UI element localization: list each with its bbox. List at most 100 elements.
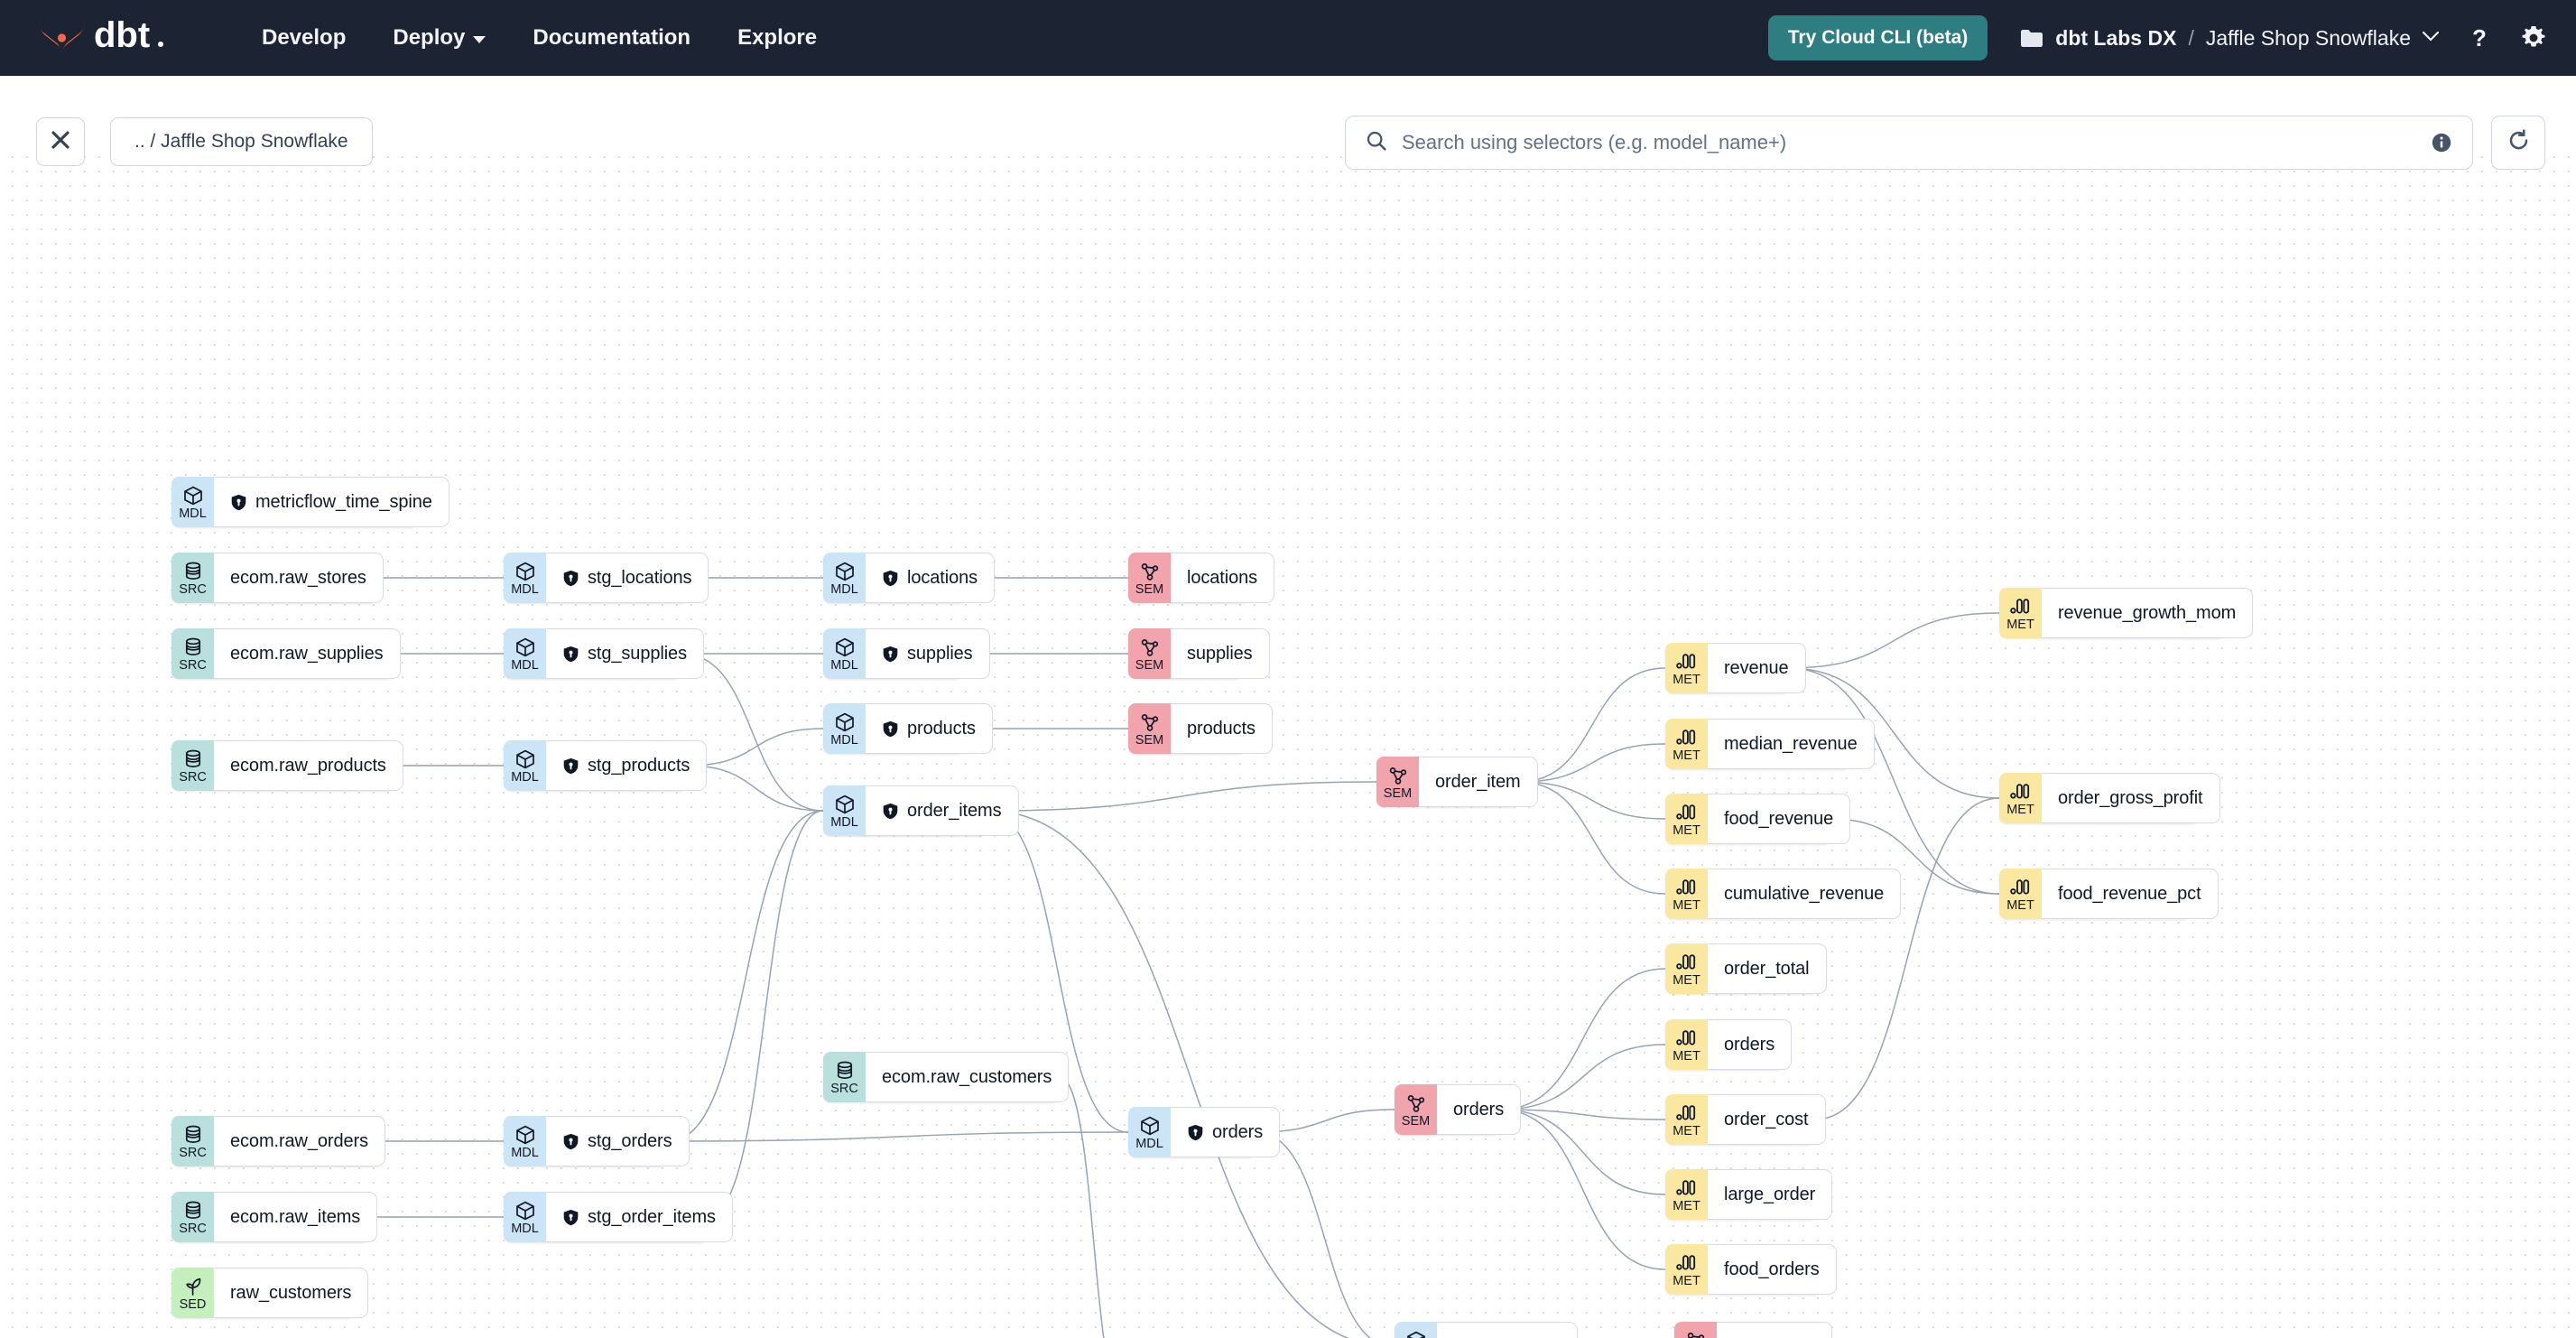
chevron-down-icon xyxy=(473,35,486,43)
database-icon: SRC xyxy=(171,740,214,791)
graph-node-stg_locations[interactable]: MDL stg_locations xyxy=(504,553,709,603)
graph-node-sem_customers[interactable]: SEM customers xyxy=(1674,1322,1833,1338)
node-label: supplies xyxy=(907,643,973,664)
graph-node-met_food_orders[interactable]: MET food_orders xyxy=(1665,1244,1837,1295)
graph-node-mdl_customers[interactable]: MDL customers xyxy=(1395,1322,1579,1338)
edge-mdl_orders-to-mdl_customers xyxy=(1255,1131,1372,1338)
node-type-label: MDL xyxy=(1135,1137,1163,1152)
graph-node-src_raw_stores[interactable]: SRC ecom.raw_stores xyxy=(171,553,384,603)
nav-explore[interactable]: Explore xyxy=(714,16,840,60)
graph-node-sem_products[interactable]: SEM products xyxy=(1128,703,1273,754)
node-body: locations xyxy=(1171,553,1275,603)
node-type-label: MDL xyxy=(179,506,207,522)
node-type-label: SRC xyxy=(179,1222,207,1237)
search-icon xyxy=(1366,130,1387,156)
bar-chart-icon: MET xyxy=(1665,794,1708,844)
graph-node-sem_locations[interactable]: SEM locations xyxy=(1128,553,1275,603)
node-type-label: SEM xyxy=(1135,733,1164,748)
info-icon[interactable] xyxy=(2431,132,2452,153)
node-label: customers xyxy=(1733,1337,1815,1338)
graph-node-stg_order_items[interactable]: MDL stg_order_items xyxy=(504,1192,733,1242)
graph-node-met_food_revenue_pct[interactable]: MET food_revenue_pct xyxy=(1999,869,2219,919)
node-body: orders xyxy=(1437,1084,1522,1135)
graph-node-met_large_order[interactable]: MET large_order xyxy=(1665,1169,1833,1220)
node-label: metricflow_time_spine xyxy=(255,491,432,512)
graph-node-met_order_gross_profit[interactable]: MET order_gross_profit xyxy=(1999,773,2220,823)
shield-icon xyxy=(1187,1124,1204,1141)
graph-node-met_revenue[interactable]: MET revenue xyxy=(1665,643,1806,693)
database-icon: SRC xyxy=(171,553,214,603)
node-label: locations xyxy=(1187,567,1258,588)
nav-documentation[interactable]: Documentation xyxy=(509,16,714,60)
cube-icon: MDL xyxy=(1395,1322,1437,1338)
edge-met_revenue-to-met_order_gross_profit xyxy=(1788,667,2000,799)
graph-node-met_median_revenue[interactable]: MET median_revenue xyxy=(1665,719,1875,769)
refresh-button[interactable] xyxy=(2491,116,2545,170)
node-label: cumulative_revenue xyxy=(1724,883,1885,904)
graph-node-stg_supplies[interactable]: MDL stg_supplies xyxy=(504,628,704,679)
graph-node-met_order_cost[interactable]: MET order_cost xyxy=(1665,1094,1826,1145)
graph-node-sem_supplies[interactable]: SEM supplies xyxy=(1128,628,1270,679)
project-chevron-down-icon[interactable] xyxy=(2422,30,2440,46)
edge-sem_orders-to-met_food_orders xyxy=(1499,1109,1666,1270)
node-body: ecom.raw_stores xyxy=(214,553,384,603)
graph-node-mdl_supplies[interactable]: MDL supplies xyxy=(823,628,990,679)
graph-node-mdl_orders[interactable]: MDL orders xyxy=(1128,1107,1281,1157)
dbt-logo[interactable]: dbt xyxy=(34,15,177,60)
node-label: orders xyxy=(1453,1099,1505,1120)
search-input[interactable] xyxy=(1402,131,2431,154)
graph-node-src_raw_supplies[interactable]: SRC ecom.raw_supplies xyxy=(171,628,401,679)
node-label: large_order xyxy=(1724,1184,1816,1204)
node-body: order_gross_profit xyxy=(2042,773,2220,823)
graph-node-src_raw_products[interactable]: SRC ecom.raw_products xyxy=(171,740,403,791)
graph-node-sem_orders[interactable]: SEM orders xyxy=(1395,1084,1522,1135)
dbt-logo-mark xyxy=(34,15,90,60)
graph-node-met_revenue_growth_mom[interactable]: MET revenue_growth_mom xyxy=(1999,588,2254,638)
graph-node-sed_raw_customers[interactable]: SED raw_customers xyxy=(171,1268,369,1318)
breadcrumb-chip[interactable]: .. / Jaffle Shop Snowflake xyxy=(110,117,373,166)
bar-chart-icon: MET xyxy=(1665,719,1708,769)
search-bar[interactable] xyxy=(1345,116,2473,170)
node-type-label: MDL xyxy=(830,733,858,748)
node-body: revenue_growth_mom xyxy=(2042,588,2254,638)
database-icon: SRC xyxy=(171,1116,214,1166)
graph-node-mdl_products[interactable]: MDL products xyxy=(823,703,993,754)
node-body: orders xyxy=(1708,1019,1793,1070)
graph-node-mdl_locations[interactable]: MDL locations xyxy=(823,553,996,603)
gear-icon[interactable] xyxy=(2520,24,2547,51)
node-type-label: MET xyxy=(1673,673,1700,688)
database-icon: SRC xyxy=(171,1192,214,1242)
close-button[interactable] xyxy=(36,117,85,166)
lineage-graph-canvas[interactable]: MDL metricflow_time_spine SRC ecom.raw_s… xyxy=(0,148,2576,1338)
graph-node-src_raw_items[interactable]: SRC ecom.raw_items xyxy=(171,1192,378,1242)
nav-develop[interactable]: Develop xyxy=(238,16,369,60)
graph-node-metricflow_time_spine[interactable]: MDL metricflow_time_spine xyxy=(171,477,449,527)
nav-develop-label: Develop xyxy=(262,25,347,50)
edge-met_revenue-to-met_revenue_growth_mom xyxy=(1788,612,2000,669)
graph-node-met_order_total[interactable]: MET order_total xyxy=(1665,943,1827,994)
help-icon[interactable]: ? xyxy=(2466,24,2493,51)
nav-deploy[interactable]: Deploy xyxy=(369,16,509,60)
graph-node-met_cumulative_revenue[interactable]: MET cumulative_revenue xyxy=(1665,869,1902,919)
graph-node-src_raw_customers[interactable]: SRC ecom.raw_customers xyxy=(823,1052,1070,1102)
graph-node-src_raw_orders[interactable]: SRC ecom.raw_orders xyxy=(171,1116,386,1166)
refresh-icon xyxy=(2507,128,2531,157)
shield-icon xyxy=(882,720,899,738)
account-project-breadcrumb[interactable]: dbt Labs DX / Jaffle Shop Snowflake xyxy=(2020,26,2440,51)
graph-node-met_food_revenue[interactable]: MET food_revenue xyxy=(1665,794,1851,844)
node-type-label: MDL xyxy=(830,658,858,674)
node-type-label: MET xyxy=(1673,1049,1700,1064)
node-label: ecom.raw_items xyxy=(230,1206,361,1227)
graph-node-mdl_order_items[interactable]: MDL order_items xyxy=(823,785,1019,836)
node-type-label: MDL xyxy=(511,770,539,785)
graph-node-stg_products[interactable]: MDL stg_products xyxy=(504,740,708,791)
bar-chart-icon: MET xyxy=(1999,869,2042,919)
node-body: supplies xyxy=(1171,628,1270,679)
try-cloud-cli-button[interactable]: Try Cloud CLI (beta) xyxy=(1767,15,1988,60)
graph-node-stg_orders[interactable]: MDL stg_orders xyxy=(504,1116,690,1166)
edge-sem_orders-to-met_orders xyxy=(1499,1044,1666,1110)
bar-chart-icon: MET xyxy=(1665,943,1708,994)
graph-node-met_orders[interactable]: MET orders xyxy=(1665,1019,1793,1070)
edge-src_raw_customers-to-stg_customers xyxy=(1059,1076,1105,1338)
graph-node-sem_order_item[interactable]: SEM order_item xyxy=(1376,757,1538,807)
